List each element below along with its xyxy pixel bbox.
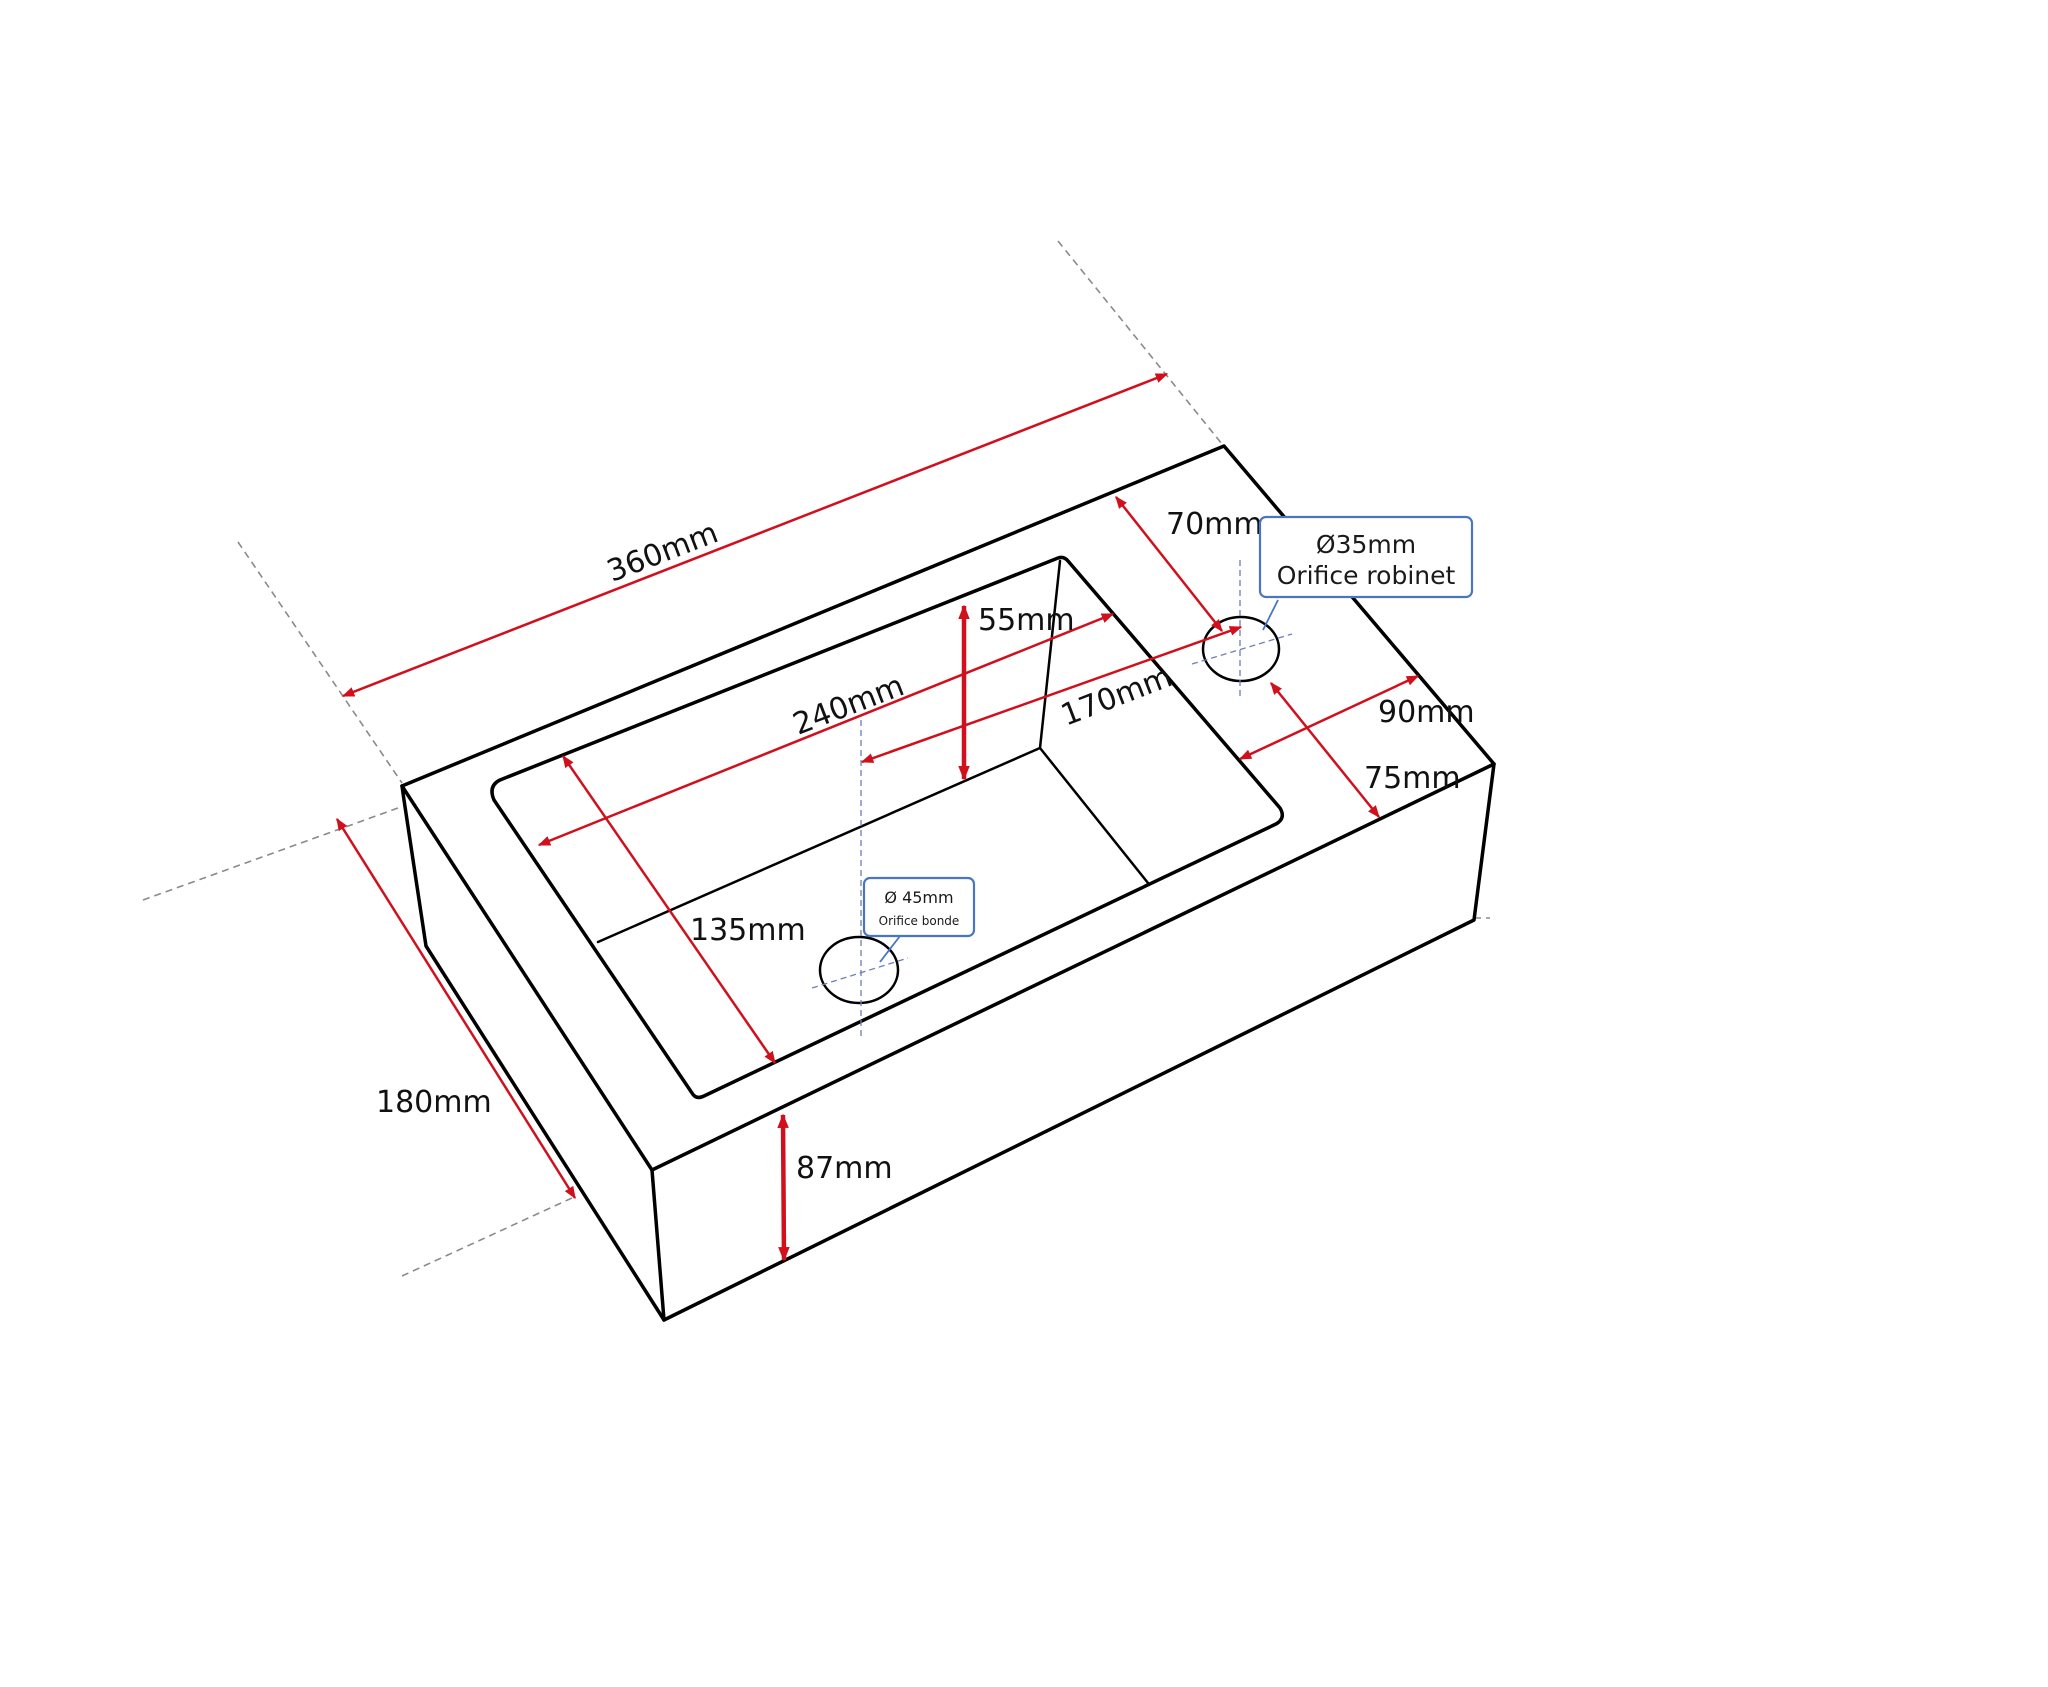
dimension-arrows <box>335 372 1420 1262</box>
dim-arrow-75 <box>1270 682 1380 818</box>
label-55: 55mm <box>978 603 1075 638</box>
basin-inner-edge-back <box>1038 559 1062 750</box>
dim-arrow-70 <box>1115 496 1223 632</box>
label-240: 240mm <box>788 668 909 742</box>
dim-arrow-87 <box>777 1113 790 1262</box>
drain-hole-callout: Ø 45mm Orifice bonde <box>862 876 976 963</box>
basin-inner-edge-right <box>1038 746 1150 885</box>
label-87: 87mm <box>796 1151 893 1186</box>
label-135: 135mm <box>690 913 806 948</box>
dim-arrow-135 <box>561 754 777 1065</box>
drain-hole <box>811 720 909 1040</box>
dim-arrow-170 <box>860 625 1243 764</box>
dimension-labels: 360mm 180mm 240mm 170mm 135mm 55mm 87mm … <box>376 507 1475 1186</box>
left-face-outline <box>400 784 666 1322</box>
tap-hole-callout: Ø35mm Orifice robinet <box>1258 515 1474 631</box>
front-face-outline <box>650 762 1496 1322</box>
dim-arrow-180 <box>335 817 577 1200</box>
drain-callout-label: Orifice bonde <box>879 914 960 928</box>
label-70: 70mm <box>1166 507 1263 542</box>
drain-callout-diameter: Ø 45mm <box>884 888 953 907</box>
dim-arrow-360 <box>341 372 1169 698</box>
tap-callout-label: Orifice robinet <box>1277 561 1456 590</box>
basin-rim <box>490 555 1284 1100</box>
label-180: 180mm <box>376 1085 492 1120</box>
tap-callout-diameter: Ø35mm <box>1316 530 1416 559</box>
extension-lines <box>142 240 1490 1277</box>
drain-hole-circle <box>818 935 900 1005</box>
drain-callout-box <box>862 876 976 938</box>
tap-callout-box <box>1258 515 1474 599</box>
label-75: 75mm <box>1364 761 1461 796</box>
label-90: 90mm <box>1378 695 1475 730</box>
label-360: 360mm <box>602 515 723 589</box>
